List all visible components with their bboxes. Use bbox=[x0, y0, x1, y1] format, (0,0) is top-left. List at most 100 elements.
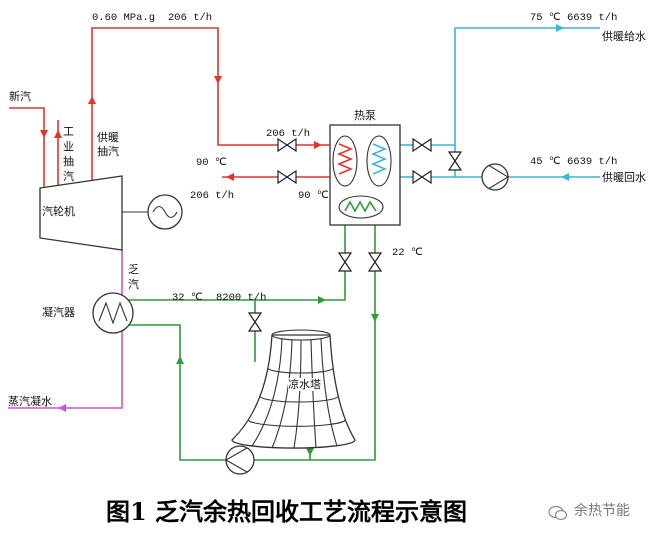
new-steam-label: 新汽 bbox=[9, 90, 31, 103]
heat-pump-steam-arrow bbox=[314, 141, 322, 149]
industrial-extraction-arrow bbox=[54, 130, 62, 138]
heat-pump-steam-flow-label: 206 t/h bbox=[266, 128, 311, 140]
heating-extraction-line bbox=[91, 27, 278, 181]
pump-triangle bbox=[488, 165, 510, 189]
steam-turbine bbox=[39, 175, 123, 251]
valve-half bbox=[337, 252, 353, 264]
heat-pump-label: 热泵 bbox=[354, 109, 376, 122]
valve-half bbox=[285, 169, 297, 185]
cooling-tower-rib bbox=[320, 338, 338, 447]
valve-half bbox=[367, 252, 383, 264]
cooling-water-coil bbox=[344, 200, 377, 213]
cooling-water-flow-label: 8200 t/h bbox=[216, 292, 267, 304]
heating-supply-line bbox=[431, 27, 600, 146]
valve-icon bbox=[412, 169, 432, 185]
valve-half bbox=[420, 137, 432, 153]
condensate-out-temp-label: 90 ℃ bbox=[196, 157, 227, 169]
valve-half bbox=[412, 137, 424, 153]
cooling-tower-shell bbox=[231, 334, 356, 449]
steam-coil bbox=[336, 143, 354, 175]
condenser-label: 凝汽器 bbox=[42, 306, 75, 319]
figure-title: 图1 乏汽余热回收工艺流程示意图 bbox=[106, 497, 468, 526]
wechat-bubble bbox=[554, 509, 568, 521]
steam-condensate-label: 蒸汽凝水 bbox=[8, 395, 52, 408]
heating-return-name-label: 供暖回水 bbox=[602, 171, 646, 184]
heating-water-lines bbox=[400, 24, 600, 181]
cooling-water-supply-arrow bbox=[318, 296, 326, 304]
heating-extraction-label: 供暖抽汽 bbox=[97, 131, 119, 158]
steam-supply-arrow bbox=[214, 76, 222, 84]
pump-icon bbox=[224, 445, 255, 475]
valve-half bbox=[447, 151, 463, 163]
cooling-tower bbox=[231, 329, 356, 449]
cooling-tower-rib bbox=[310, 339, 317, 449]
valve-half bbox=[277, 137, 289, 153]
condenser-body bbox=[92, 292, 134, 334]
cooling-water-temp-label: 32 ℃ bbox=[172, 292, 203, 304]
extraction-flow-label: 206 t/h bbox=[168, 12, 213, 24]
steam-condensate-line bbox=[8, 330, 123, 409]
circulating-return-arrow bbox=[371, 314, 379, 322]
condenser-icon bbox=[92, 292, 134, 334]
heating-supply-arrow bbox=[556, 24, 564, 32]
condensate-lines bbox=[8, 250, 123, 412]
pump-icon bbox=[481, 163, 510, 191]
steam-condensate-arrow bbox=[58, 404, 66, 412]
cooling-water-supply-line bbox=[128, 271, 346, 301]
heat-pump-condensate-temp-label: 90 ℃ bbox=[298, 190, 329, 202]
heating-water-coil bbox=[370, 143, 388, 175]
valve-icon bbox=[247, 312, 263, 332]
valve-half bbox=[247, 312, 263, 324]
heating-return-arrow bbox=[561, 173, 569, 181]
exhaust-steam-label: 乏汽 bbox=[128, 263, 139, 291]
valve-icon bbox=[412, 137, 432, 153]
condenser-coil bbox=[98, 301, 128, 325]
valve-half bbox=[420, 169, 432, 185]
generator-section-oval bbox=[332, 135, 358, 187]
heating-return-params-label: 45 ℃ 6639 t/h bbox=[530, 156, 618, 168]
valve-icon bbox=[337, 252, 353, 272]
wechat-icon bbox=[548, 505, 568, 521]
new-steam-arrow bbox=[40, 130, 48, 138]
valve-icon bbox=[447, 151, 463, 171]
heat-pump-box bbox=[329, 124, 401, 226]
new-steam-line bbox=[9, 107, 45, 188]
condenser-section-oval bbox=[366, 135, 392, 187]
condensate-out-arrow bbox=[226, 173, 234, 181]
circulating-water-pump bbox=[225, 445, 255, 475]
steam-lines bbox=[9, 27, 330, 188]
circulating-return-temp-label: 22 ℃ bbox=[392, 247, 423, 259]
valve-icon bbox=[277, 169, 297, 185]
heating-supply-params-label: 75 ℃ 6639 t/h bbox=[530, 12, 618, 24]
heating-return-pump bbox=[481, 163, 509, 191]
valve-half bbox=[447, 159, 463, 171]
evaporator-section-oval bbox=[338, 195, 384, 219]
valves bbox=[247, 137, 463, 332]
valve-half bbox=[412, 169, 424, 185]
valve-half bbox=[285, 137, 297, 153]
valve-half bbox=[337, 260, 353, 272]
circulating-return-line bbox=[254, 271, 376, 461]
cooling-tower-label: 凉水塔 bbox=[288, 378, 321, 391]
watermark-text: 余热节能 bbox=[574, 503, 630, 519]
generator-icon bbox=[147, 194, 183, 230]
valve-half bbox=[247, 320, 263, 332]
valve-half bbox=[367, 260, 383, 272]
turbine-label: 汽轮机 bbox=[42, 205, 75, 218]
valve-half bbox=[277, 169, 289, 185]
cooling-tower-rib bbox=[251, 338, 283, 447]
heat-pump bbox=[329, 124, 401, 226]
condenser-inlet-arrow bbox=[176, 356, 184, 364]
cooling-tower-rib bbox=[271, 339, 293, 449]
valve-icon bbox=[277, 137, 297, 153]
condenser-inlet-line bbox=[129, 324, 226, 461]
valve-icon bbox=[367, 252, 383, 272]
heating-extraction-arrow bbox=[88, 96, 96, 104]
cooling-tower-rib bbox=[293, 339, 302, 449]
flow-diagram-svg bbox=[8, 24, 600, 475]
generator-sine-wave bbox=[152, 205, 178, 219]
heating-supply-name-label: 供暖给水 bbox=[602, 30, 646, 43]
cooling-water-lines bbox=[128, 225, 379, 461]
pump-triangle bbox=[224, 447, 248, 473]
